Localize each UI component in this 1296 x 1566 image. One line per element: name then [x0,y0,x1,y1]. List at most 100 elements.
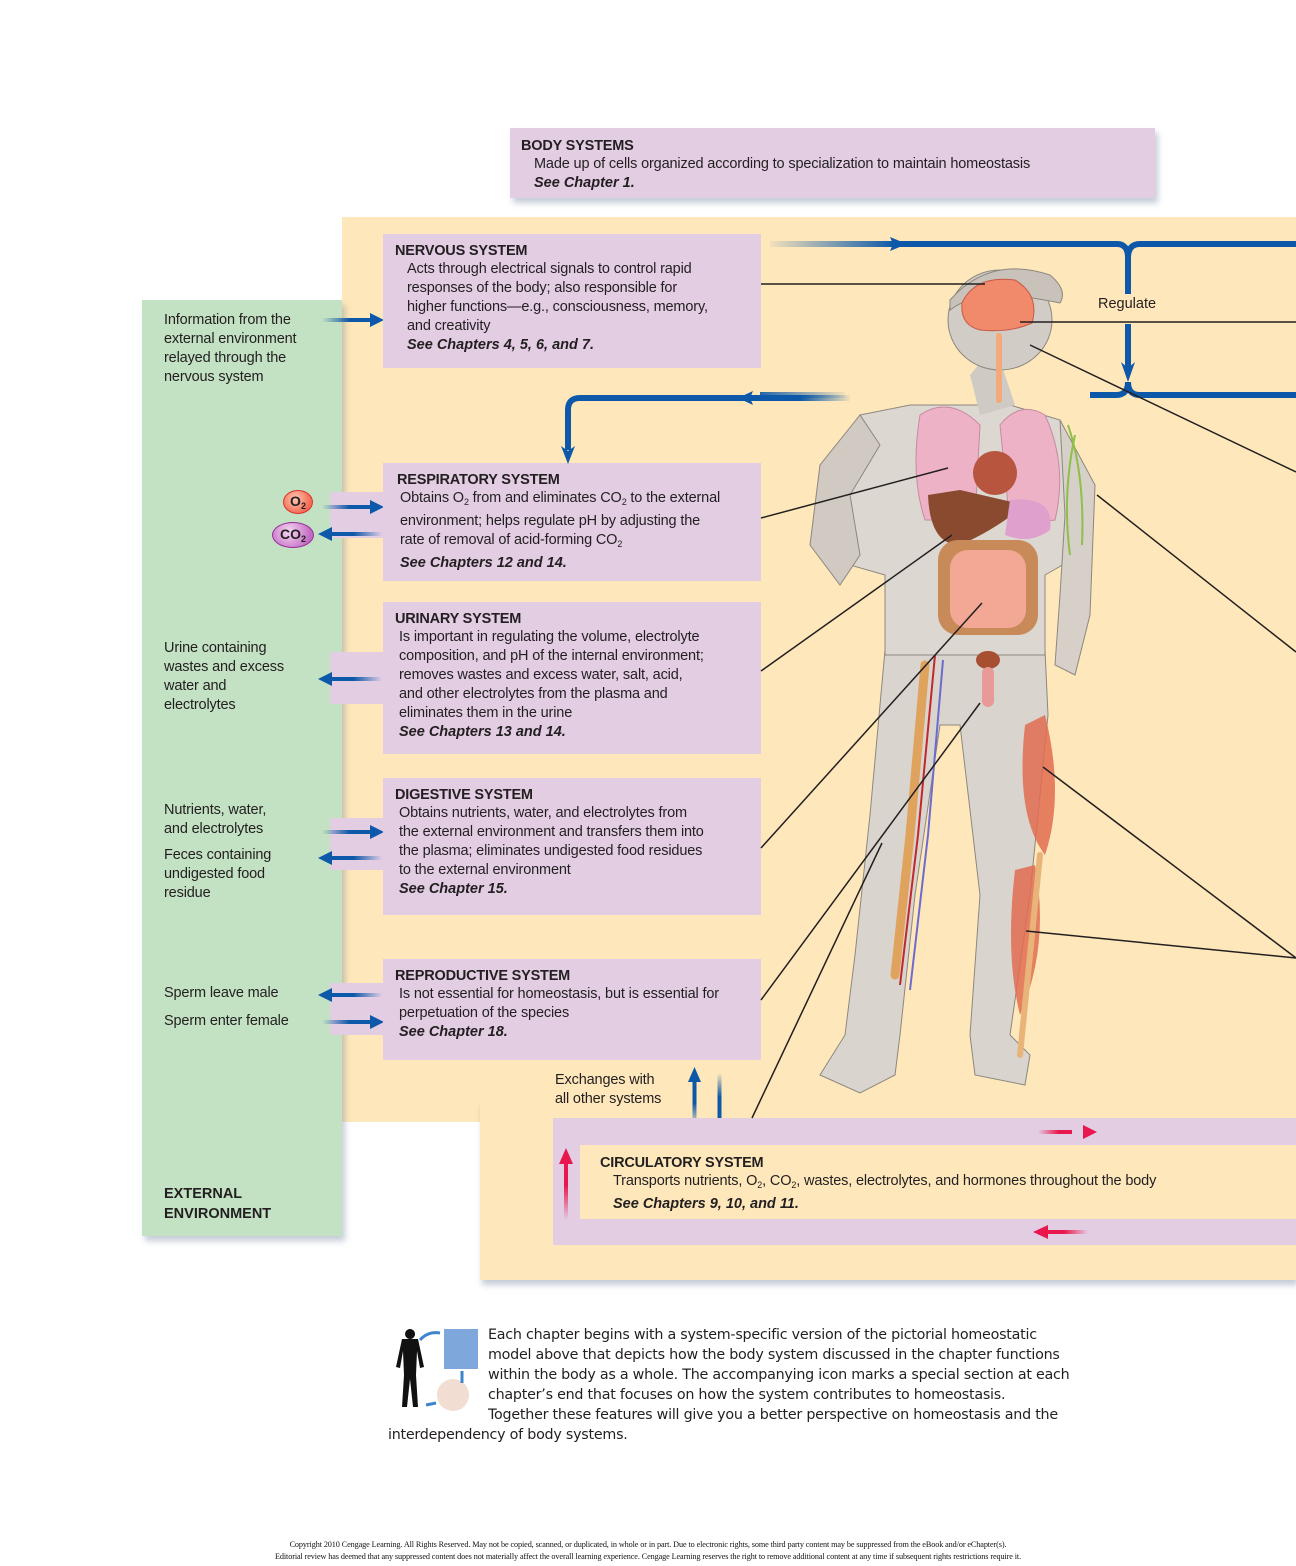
up-arrow-shaft [692,1079,697,1127]
sperm-leave-text: Sperm leave male [164,985,279,1001]
circulatory-system-box: CIRCULATORY SYSTEM Transports nutrients,… [580,1145,1296,1219]
text-fragment: to the external [626,490,721,506]
brain-shape [961,278,1035,332]
nervous-system-box: NERVOUS SYSTEM Acts through electrical s… [383,234,761,368]
urinary-system-title: URINARY SYSTEM [395,611,522,627]
urine-text: Urine containing wastes and excess water… [164,639,284,715]
regulate-top-line [895,241,1117,247]
regulate-vertical-top [1125,256,1131,294]
text-line: nervous system [164,369,264,385]
down-arrow-shaft [717,1073,722,1121]
co2-label: CO [279,526,301,542]
digestive-system-desc-line: the plasma; eliminates undigested food r… [399,843,703,859]
arrow-head-down [561,446,575,464]
exchanges-label: Exchanges with all other systems [555,1071,661,1109]
red-arrow-right-shaft [1038,1130,1072,1134]
copyright-line: Editorial review has deemed that any sup… [274,1551,1022,1561]
urine-out-arrow-icon [318,672,382,686]
arrow-path [565,395,750,450]
urinary-system-reference: See Chapters 13 and 14. [399,724,566,740]
text-line: electrolytes [164,697,236,713]
body-systems-box: BODY SYSTEMS Made up of cells organized … [510,128,1155,198]
circulatory-system-desc-line: Transports nutrients, O2, CO2, wastes, e… [600,1172,1296,1195]
regulate-branch-top [1116,241,1296,259]
liver-shape [928,490,1025,545]
footer-line: Together these features will give you a … [488,1407,1058,1423]
to-respiratory-arrow-icon [561,391,850,464]
body-systems-title: BODY SYSTEMS [521,138,634,154]
text-line: Feces containing [164,847,272,863]
red-arrow-left-shaft [1048,1230,1088,1234]
copyright-notice: Copyright 2010 Cengage Learning. All Rig… [0,1539,1296,1562]
reproductive-system-box: REPRODUCTIVE SYSTEM Is not essential for… [383,959,761,1060]
text-line: Exchanges with [555,1072,655,1088]
bladder-shape [976,651,1000,669]
nutrients-text: Nutrients, water, and electrolytes [164,801,266,839]
subscript: 2 [757,1180,763,1190]
reproductive-system-desc-line: Is not essential for homeostasis, but is… [399,986,719,1002]
nervous-system-desc-line: higher functions—e.g., consciousness, me… [407,299,708,315]
footer-line: interdependency of body systems. [388,1427,628,1443]
stomach-shape [1005,499,1051,539]
digestive-system-desc-line: the external environment and transfers t… [399,824,704,840]
text-fragment: , CO [762,1173,792,1189]
red-arrow-up-shaft [564,1162,568,1220]
digestive-system-desc-line: to the external environment [399,862,571,878]
nervous-system-reference: See Chapters 4, 5, 6, and 7. [407,337,594,353]
circulatory-system-title: CIRCULATORY SYSTEM [600,1155,764,1171]
text-fragment: from and eliminates CO [468,490,622,506]
digestive-system-box: DIGESTIVE SYSTEM Obtains nutrients, wate… [383,778,761,915]
small-intestine-shape [950,550,1026,628]
text-line: wastes and excess [164,659,284,675]
respiratory-system-desc-line: rate of removal of acid-forming CO2 [397,531,761,554]
body-systems-description: Made up of cells organized according to … [534,156,1031,172]
reproductive-system-reference: See Chapter 18. [399,1024,508,1040]
red-arrow-right-head [1083,1125,1097,1139]
digestive-system-desc-line: Obtains nutrients, water, and electrolyt… [399,805,687,821]
icon-person-silhouette [396,1329,424,1407]
legs-shape [819,649,1049,1094]
footer-line: model above that depicts how the body sy… [488,1347,1060,1363]
reproductive-organ-shape [982,667,994,707]
arrow-shaft [750,395,850,401]
text-line: all other systems [555,1091,662,1107]
urinary-system-desc-line: and other electrolytes from the plasma a… [399,686,668,702]
footer-line: Each chapter begins with a system-specif… [488,1327,1037,1343]
text-line: ENVIRONMENT [164,1206,272,1222]
urinary-system-desc-line: Is important in regulating the volume, e… [399,629,700,645]
homeostasis-icon [396,1329,478,1411]
subscript: 2 [621,497,627,507]
urinary-system-desc-line: composition, and pH of the internal envi… [399,648,704,664]
text-fragment: Transports nutrients, O [613,1173,758,1189]
regulate-label: Regulate [1098,296,1157,312]
respiratory-exchange-band [330,492,385,538]
text-line: Nutrients, water, [164,802,267,818]
regulate-branch-bottom [1090,381,1296,398]
subscript: 2 [463,497,469,507]
nervous-input-arrow-icon [322,313,384,327]
text-line: Urine containing [164,640,267,656]
regulate-arrow-shaft [770,241,895,247]
respiratory-system-desc-line: environment; helps regulate pH by adjust… [400,513,701,529]
o2-label: O [290,493,301,509]
sperm-out-arrow-icon [318,988,382,1002]
o2-molecule-icon: O2 [283,490,313,514]
o2-subscript: 2 [300,501,306,511]
arm-shape [1054,419,1096,676]
reproductive-system-desc-line: perpetuation of the species [399,1005,570,1021]
text-line: Information from the [164,312,291,328]
digestive-system-reference: See Chapter 15. [399,881,508,897]
respiratory-system-reference: See Chapters 12 and 14. [400,555,567,571]
nervous-system-desc-line: and creativity [407,318,491,334]
text-line: undigested food [164,866,265,882]
urinary-system-desc-line: eliminates them in the urine [399,705,573,721]
footer-line: chapter’s end that focuses on how the sy… [488,1387,1006,1403]
body-systems-reference: See Chapter 1. [534,175,635,191]
respiratory-system-title: RESPIRATORY SYSTEM [397,472,560,488]
copyright-line: Copyright 2010 Cengage Learning. All Rig… [289,1540,1007,1549]
text-fragment: rate of removal of acid-forming CO [400,532,618,548]
up-arrow-head [688,1067,701,1082]
icon-square [444,1329,478,1369]
text-line: residue [164,885,211,901]
sperm-in-arrow-icon [322,1015,384,1029]
